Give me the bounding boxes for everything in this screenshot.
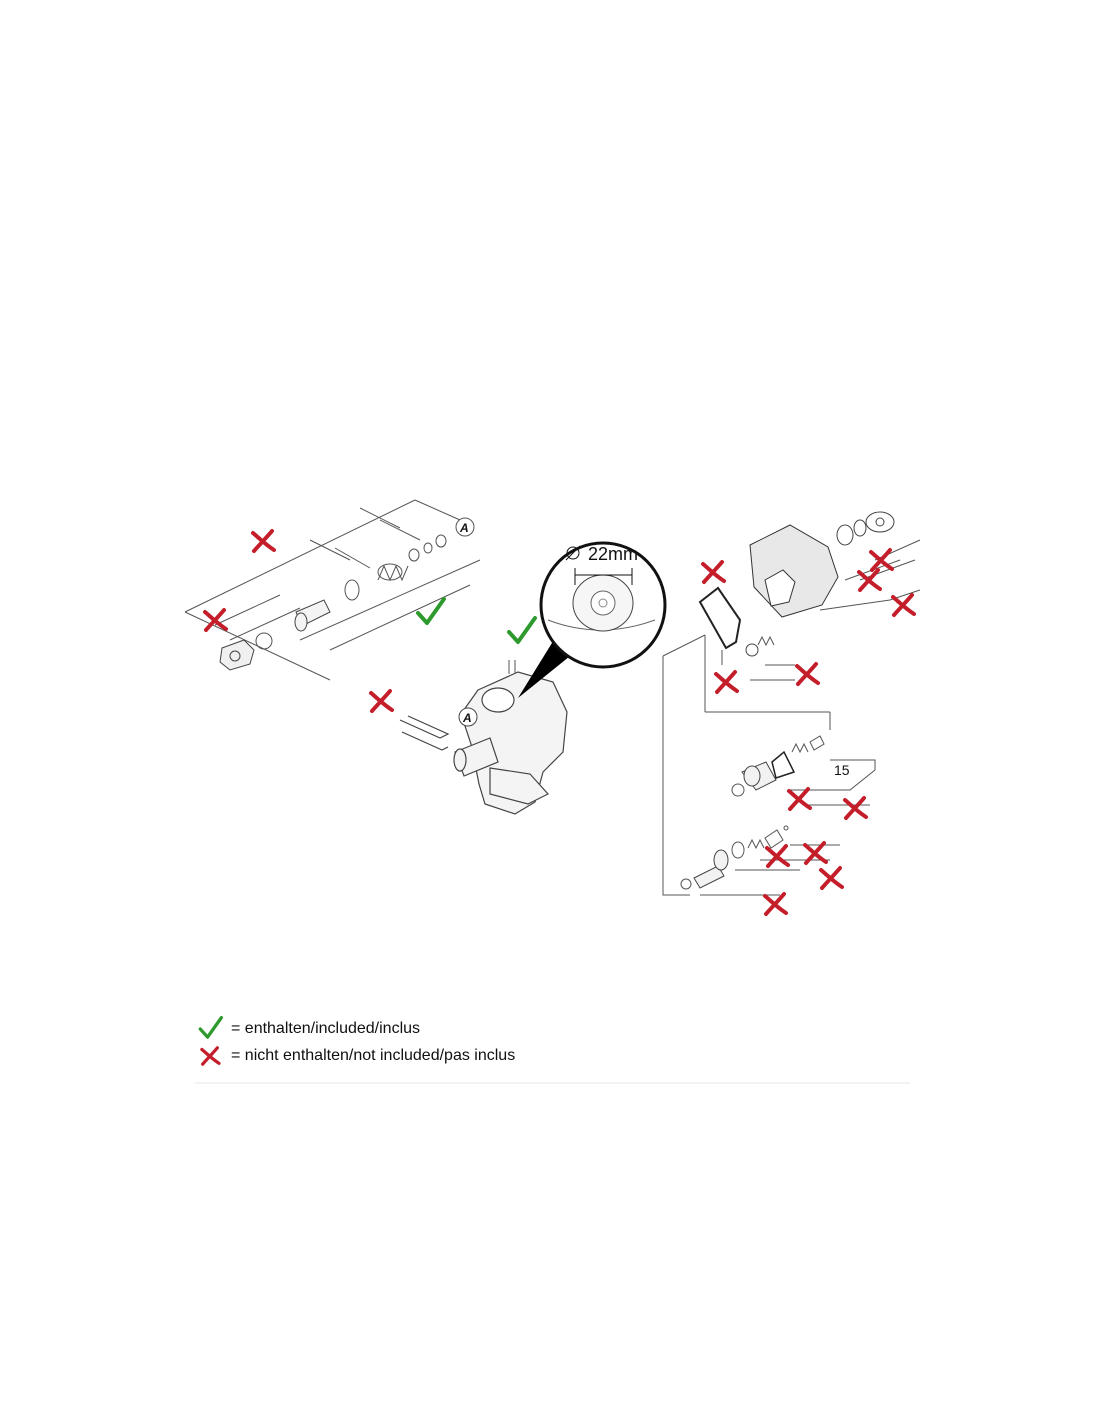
plug-part: [219, 639, 255, 671]
valve-stem-part: [294, 599, 331, 632]
housing-part: [749, 524, 839, 618]
fitting-part: [809, 735, 825, 751]
washer-part: [853, 519, 867, 537]
washer-part: [408, 548, 420, 562]
cross-icon: [701, 560, 726, 584]
legend-included-text: = enthalten/included/inclus: [231, 1020, 421, 1037]
legend-not-included-text: = nicht enthalten/not included/pas inclu…: [231, 1047, 516, 1064]
cross-icon: [763, 892, 788, 916]
spring-part: [757, 635, 775, 647]
cross-icon: [857, 568, 882, 592]
marker-a-circle: [458, 707, 478, 727]
marker-a-circle: [455, 517, 475, 537]
o-ring-part: [680, 878, 692, 890]
cross-icon: [843, 796, 868, 820]
dimension-label: 22mm: [588, 544, 638, 564]
o-ring-part: [731, 841, 745, 859]
cross-icon: [251, 529, 276, 553]
part-number-label: 15: [834, 762, 850, 778]
fitting-part: [764, 825, 789, 849]
leader-line: [214, 594, 301, 641]
legend-not-included: = nicht enthalten/not included/pas inclu…: [195, 1043, 515, 1069]
nozzle-part: [693, 849, 729, 889]
o-ring-part: [731, 783, 745, 797]
gasket-part: [771, 750, 796, 779]
gasket-part: [698, 586, 742, 650]
leader-line: [184, 499, 416, 681]
washer-part: [435, 534, 447, 548]
cross-icon: [891, 593, 916, 617]
magnifier-callout: [518, 541, 667, 698]
legend-included: = enthalten/included/inclus: [195, 1016, 420, 1042]
right-assemblies: [662, 511, 921, 896]
cross-icon: [200, 1046, 221, 1066]
pump-head-part: [453, 671, 568, 815]
fitting-part: [508, 660, 516, 674]
spring-part: [791, 742, 809, 754]
u-clip-part: [399, 715, 450, 751]
cross-icon: [203, 608, 228, 632]
cross-icon: [787, 787, 812, 811]
washer-part: [423, 542, 433, 554]
cap-part: [865, 511, 895, 533]
spring-part: [377, 563, 409, 582]
check-icon: [198, 1016, 223, 1039]
washer-part: [836, 524, 854, 546]
leader-line: [662, 634, 831, 896]
cross-icon: [369, 689, 394, 713]
marker-a-label: A: [459, 521, 469, 535]
marker-a-label: A: [462, 711, 472, 725]
leader-line: [750, 664, 795, 681]
valve-body-part: [741, 761, 777, 791]
cross-icon: [714, 670, 739, 694]
left-assembly: [184, 499, 481, 681]
leader-line: [414, 499, 461, 521]
cross-icon: [819, 866, 844, 890]
cross-icon: [765, 844, 790, 868]
leader-line: [700, 844, 840, 896]
spring-part: [747, 838, 765, 850]
washer-part: [344, 579, 360, 601]
cross-icon: [795, 662, 820, 686]
leader-line: [299, 559, 481, 651]
plug-part: [745, 643, 759, 657]
leader-line: [859, 539, 921, 581]
leader-line: [309, 507, 421, 569]
o-ring-part: [255, 632, 273, 650]
check-icon: [507, 616, 537, 644]
